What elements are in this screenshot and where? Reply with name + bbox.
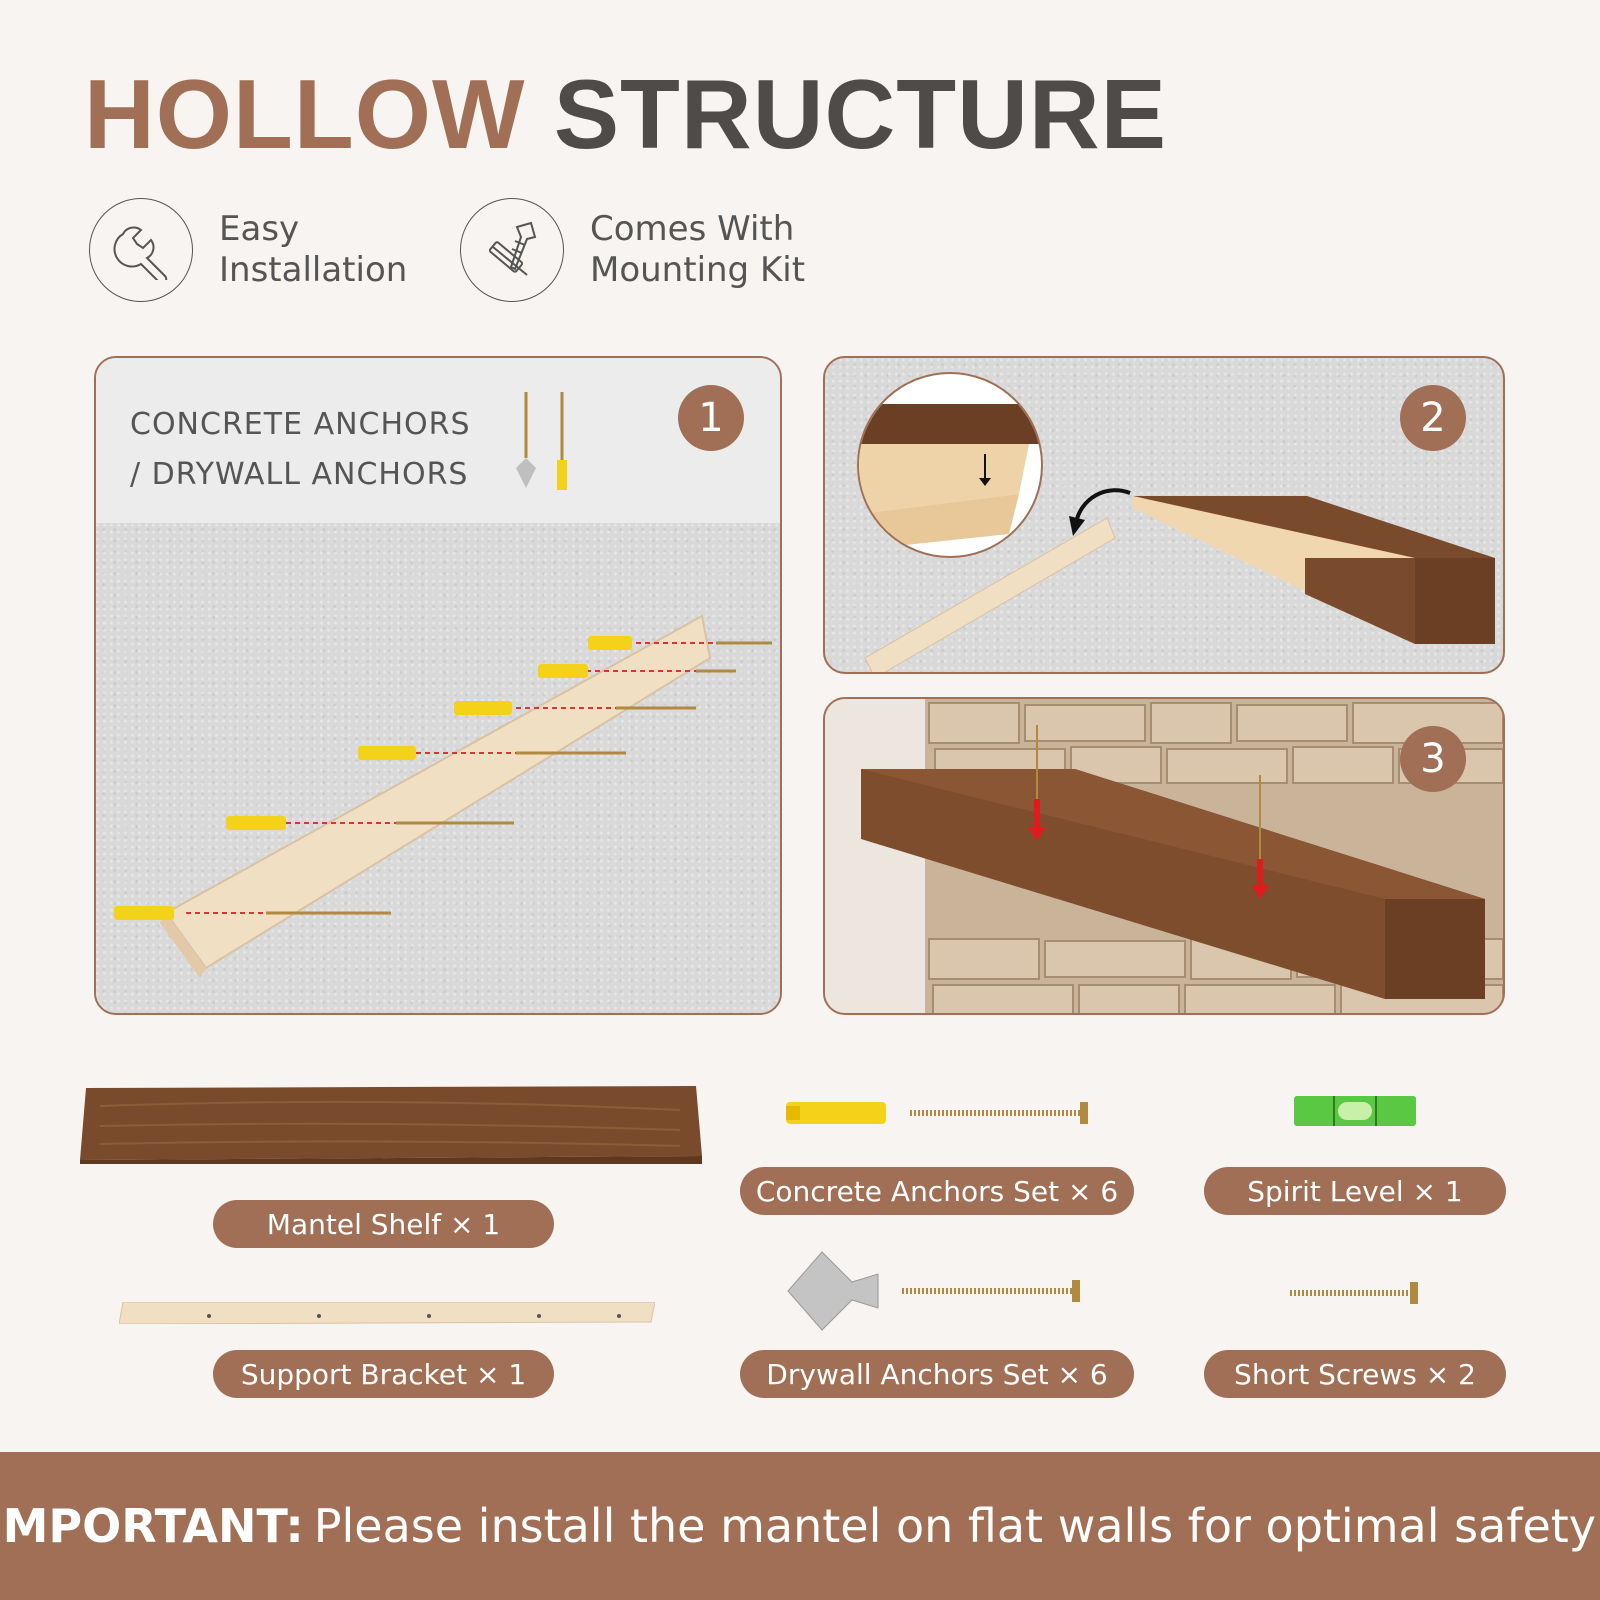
support-bracket-label: Support Bracket × 1 (213, 1350, 554, 1398)
important-message: Please install the mantel on flat walls … (313, 1499, 1600, 1553)
drywall-anchor-image (787, 1251, 1080, 1331)
bracket-slot-detail-circle (857, 372, 1043, 558)
curtain (825, 699, 925, 1013)
feature-easy-installation: Easy Installation (89, 198, 407, 302)
important-label: IMPORTANT: (0, 1499, 304, 1553)
feature-label: Comes With Mounting Kit (590, 209, 806, 290)
screw-kit-icon (460, 198, 564, 302)
title-word-hollow: HOLLOW (84, 59, 526, 169)
mantel-shelf-label: Mantel Shelf × 1 (213, 1200, 554, 1248)
bracket-and-shelf-illustration (864, 488, 1495, 672)
mantel-shelf-image (80, 1086, 702, 1164)
short-screws-label: Short Screws × 2 (1204, 1350, 1506, 1398)
step-1-header-band (96, 358, 780, 523)
feature-label: Easy Installation (219, 209, 408, 290)
anchor-type-label: CONCRETE ANCHORS / DRYWALL ANCHORS (130, 407, 471, 492)
step-3-panel: 3 (823, 697, 1505, 1015)
anchor-pair-icon (516, 392, 567, 490)
title-word-structure: STRUCTURE (553, 59, 1168, 169)
feature-mounting-kit: Comes With Mounting Kit (460, 198, 805, 302)
installed-mantel-illustration (861, 725, 1485, 999)
bracket-with-anchors-illustration (114, 614, 772, 978)
important-banner: IMPORTANT: Please install the mantel on … (0, 1452, 1600, 1600)
spirit-level-label: Spirit Level × 1 (1204, 1167, 1506, 1215)
support-bracket-image (119, 1302, 655, 1324)
step-2-badge: 2 (1400, 385, 1466, 451)
spirit-level-image (1294, 1096, 1416, 1126)
concrete-anchors-set-label: Concrete Anchors Set × 6 (740, 1167, 1134, 1215)
step-1-panel: CONCRETE ANCHORS / DRYWALL ANCHORS 1 (94, 356, 782, 1015)
step-1-badge: 1 (678, 385, 744, 451)
page-title: HOLLOW STRUCTURE (84, 58, 1167, 171)
drywall-anchors-set-label: Drywall Anchors Set × 6 (740, 1350, 1134, 1398)
short-screw-image (1290, 1282, 1418, 1304)
concrete-anchor-image (786, 1102, 1088, 1124)
wrench-icon (89, 198, 193, 302)
step-2-panel: 2 (823, 356, 1505, 674)
step-3-badge: 3 (1400, 726, 1466, 792)
